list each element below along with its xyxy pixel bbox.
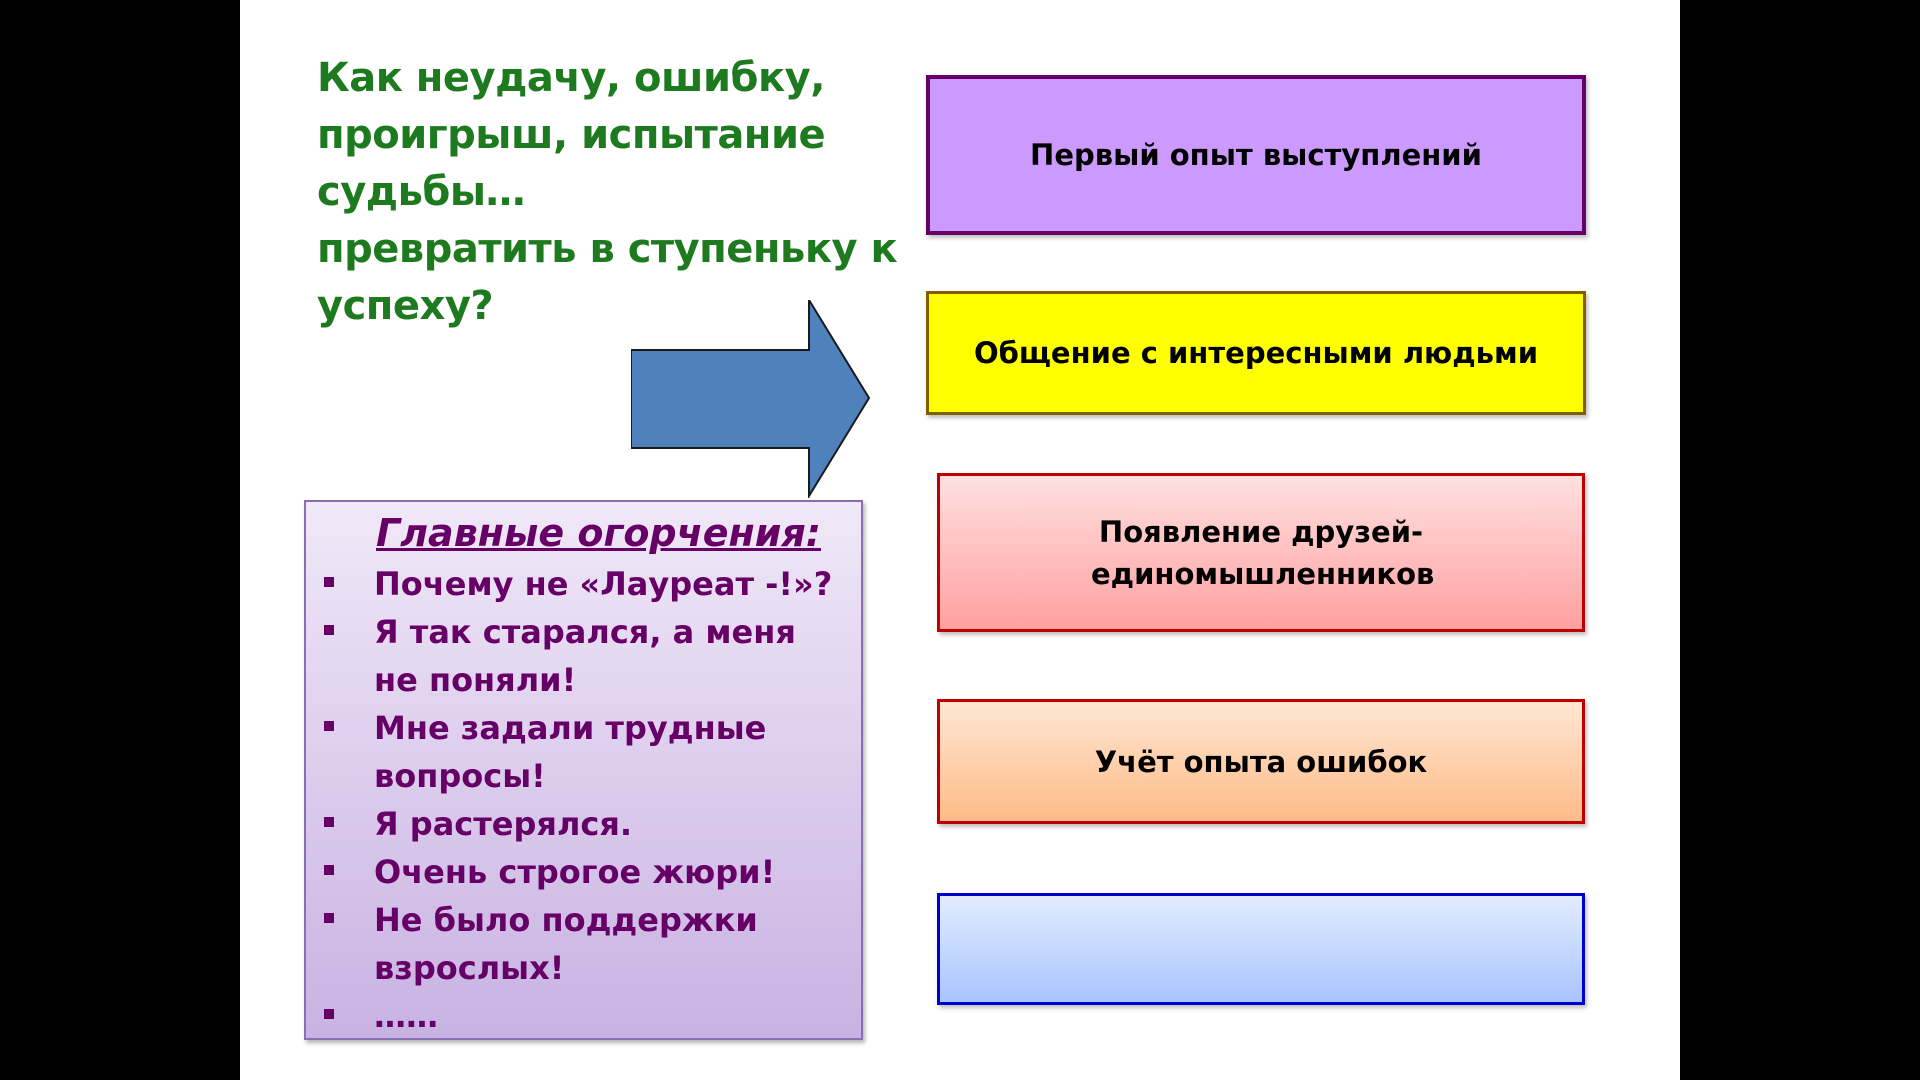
bullet-icon [324, 625, 334, 635]
list-item-text: Мне задали трудные вопросы! [374, 709, 767, 795]
list-item: Я растерялся. [306, 800, 861, 848]
list-item: Очень строгое жюри! [306, 848, 861, 896]
bullet-icon [324, 817, 334, 827]
list-item: Не было поддержки взрослых! [306, 896, 861, 992]
main-disappointments-box: Главные огорчения: Почему не «Лауреат -!… [304, 500, 863, 1040]
list-item-text: Не было поддержки взрослых! [374, 901, 758, 987]
list-item: Почему не «Лауреат -!»? [306, 560, 861, 608]
list-item-text: Я растерялся. [374, 805, 633, 843]
disappointments-heading: Главные огорчения: [376, 511, 821, 555]
list-item: Я так старался, а меня не поняли! [306, 608, 861, 704]
list-item-text: Я так старался, а меня не поняли! [374, 613, 796, 699]
step-box-empty [937, 893, 1585, 1005]
list-item-text: …… [374, 997, 438, 1035]
step-box-like-minded-friends: Появление друзей-единомышленников [937, 473, 1585, 632]
step-box-label: Появление друзей-единомышленников [1091, 514, 1435, 591]
slide-title: Как неудачу, ошибку, проигрыш, испытание… [317, 55, 898, 329]
right-arrow-icon [631, 300, 871, 498]
bullet-icon [324, 721, 334, 731]
step-box-learning-from-mistakes: Учёт опыта ошибок [937, 699, 1585, 824]
list-item: …… [306, 992, 861, 1040]
bullet-icon [324, 577, 334, 587]
disappointments-list: Почему не «Лауреат -!»? Я так старался, … [306, 560, 861, 1040]
bullet-icon [324, 865, 334, 875]
bullet-icon [324, 1009, 334, 1019]
list-item: Мне задали трудные вопросы! [306, 704, 861, 800]
step-box-first-performances: Первый опыт выступлений [926, 75, 1586, 235]
list-item-text: Очень строгое жюри! [374, 853, 776, 891]
list-item-text: Почему не «Лауреат -!»? [374, 565, 833, 603]
bullet-icon [324, 913, 334, 923]
step-box-interesting-people: Общение с интересными людьми [926, 291, 1586, 415]
